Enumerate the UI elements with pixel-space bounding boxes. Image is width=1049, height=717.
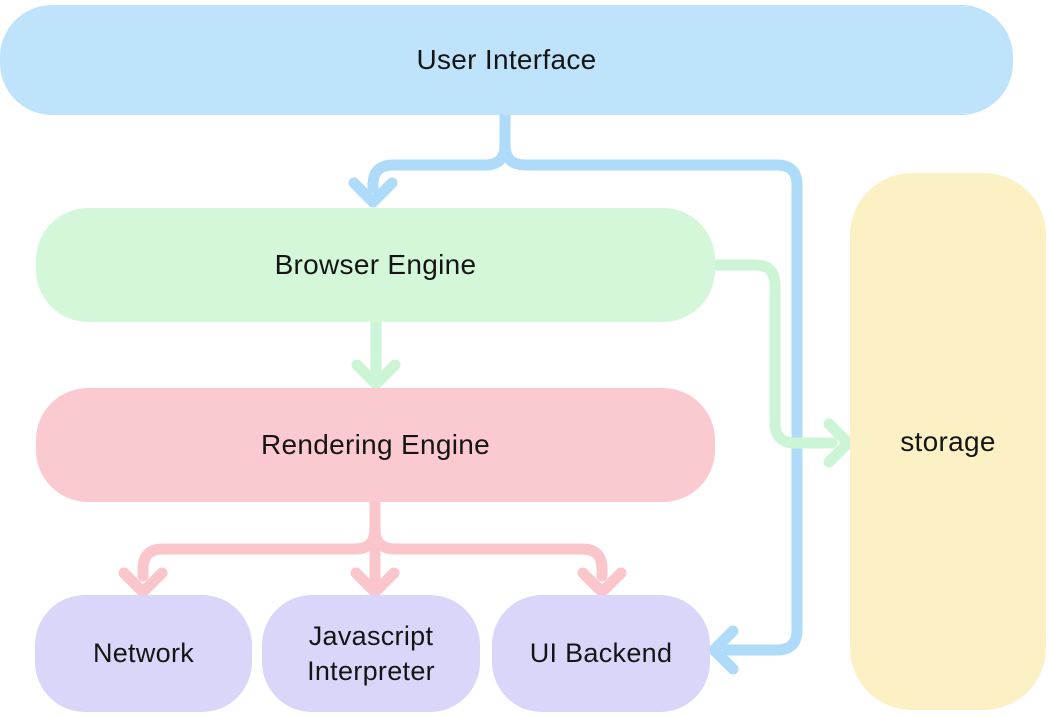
edge-user-interface-to-browser-engine — [348, 107, 511, 208]
edge-line — [707, 259, 838, 449]
edge-rendering-engine-to-ui-backend — [369, 496, 627, 598]
node-network: Network — [35, 595, 252, 712]
node-label: Javascript Interpreter — [307, 620, 435, 686]
node-label: Network — [92, 638, 195, 669]
node-rendering-engine: Rendering Engine — [36, 388, 715, 502]
edge-user-interface-to-ui-backend — [499, 107, 803, 675]
node-browser-engine: Browser Engine — [36, 208, 715, 322]
edge-line — [499, 107, 803, 656]
node-label: storage — [900, 425, 996, 457]
node-label: User Interface — [416, 44, 597, 76]
edge-browser-engine-to-rendering-engine — [351, 315, 401, 390]
edge-rendering-engine-to-network — [118, 496, 381, 598]
node-label: Browser Engine — [274, 249, 477, 281]
node-label: Rendering Engine — [261, 429, 490, 461]
arrowhead-down-icon — [351, 359, 401, 390]
node-storage: storage — [850, 173, 1046, 710]
edge-browser-engine-to-storage — [707, 259, 854, 468]
arrowhead-down-icon — [118, 567, 168, 598]
node-ui-backend: UI Backend — [492, 595, 710, 712]
arrowhead-left-icon — [708, 625, 739, 675]
arrowhead-down-icon — [348, 177, 398, 208]
edge-line — [367, 107, 511, 194]
edge-line — [369, 496, 608, 582]
node-user-interface: User Interface — [0, 5, 1013, 115]
node-label: UI Backend — [529, 638, 673, 669]
edge-line — [137, 496, 381, 582]
arrowhead-down-icon — [577, 567, 627, 598]
arrowhead-down-icon — [350, 567, 400, 598]
arrowhead-right-icon — [823, 418, 854, 468]
node-javascript-interpreter: Javascript Interpreter — [262, 595, 480, 712]
